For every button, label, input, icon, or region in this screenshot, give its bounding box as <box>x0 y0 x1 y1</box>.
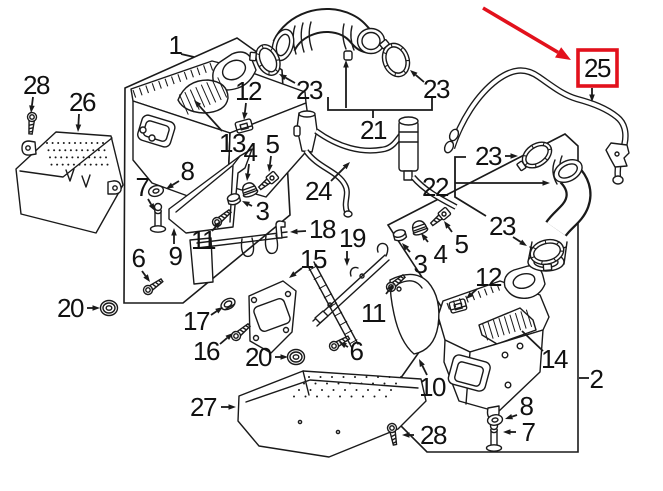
screw-6-left <box>142 278 164 296</box>
hook-bracket-18 <box>275 220 286 239</box>
part-label-14[interactable]: 14 <box>541 344 569 374</box>
duct-26-perforations <box>46 142 109 166</box>
part-label-8-right[interactable]: 8 <box>520 391 536 421</box>
mounting-rail-lower <box>189 231 288 285</box>
part-label-10[interactable]: 10 <box>419 372 447 402</box>
nut-3-right <box>392 229 408 242</box>
part-label-3-right[interactable]: 3 <box>414 249 430 279</box>
part-label-8-left[interactable]: 8 <box>181 156 197 186</box>
bracket-plate-15 <box>248 280 297 354</box>
part-label-20-right[interactable]: 20 <box>245 342 273 372</box>
screw-6-right <box>328 335 351 352</box>
part-label-5-left[interactable]: 5 <box>266 129 282 159</box>
hatch-texture <box>308 265 358 345</box>
part-label-28-left[interactable]: 28 <box>23 70 51 100</box>
part-label-12-left[interactable]: 12 <box>235 76 263 106</box>
housing-ribs <box>132 62 214 98</box>
part-label-23-mid[interactable]: 23 <box>475 141 503 171</box>
part-label-18[interactable]: 18 <box>309 214 337 244</box>
part-label-5-right[interactable]: 5 <box>455 229 471 259</box>
pin-7-right <box>485 421 503 452</box>
part-label-28-right[interactable]: 28 <box>420 420 448 450</box>
part-label-4-left[interactable]: 4 <box>244 137 260 167</box>
clamp-23-a <box>249 44 281 76</box>
part-label-1[interactable]: 1 <box>169 30 185 60</box>
intake-hose-21 <box>271 8 386 62</box>
part-label-11-right[interactable]: 11 <box>361 298 388 328</box>
lower-tray-27 <box>237 370 427 458</box>
clamp-23-d <box>529 238 565 272</box>
part-label-26[interactable]: 26 <box>69 87 97 117</box>
part-label-23-low[interactable]: 23 <box>489 211 517 241</box>
leader-lines <box>29 53 595 438</box>
screw-16 <box>230 322 252 342</box>
part-label-2[interactable]: 2 <box>590 364 606 394</box>
part-label-11-left[interactable]: 11 <box>191 225 218 255</box>
pin-7-left <box>149 202 167 233</box>
part-label-21[interactable]: 21 <box>360 115 388 145</box>
support-rail-19 <box>312 242 390 327</box>
nut-3-left <box>226 193 242 206</box>
housing-ribs <box>446 283 501 310</box>
washer-8-left <box>147 184 165 198</box>
part-label-23-top-right[interactable]: 23 <box>423 74 451 104</box>
grommet-4-left <box>241 182 259 198</box>
bushing-20-right <box>286 348 306 366</box>
bolt-5-left <box>257 170 280 191</box>
part-label-3-left[interactable]: 3 <box>256 196 272 226</box>
part-label-24[interactable]: 24 <box>305 176 333 206</box>
vent-hose-24 <box>293 110 458 218</box>
clamp-23-c <box>516 141 553 172</box>
part-label-20-left[interactable]: 20 <box>57 293 85 323</box>
part-label-6-right[interactable]: 6 <box>350 336 366 366</box>
breather-hose-25 <box>443 67 630 185</box>
grommet-4-right <box>411 220 429 236</box>
part-label-16[interactable]: 16 <box>193 336 221 366</box>
part-label-6-left[interactable]: 6 <box>132 243 148 273</box>
part-label-19[interactable]: 19 <box>339 223 367 253</box>
part-label-15[interactable]: 15 <box>300 244 328 274</box>
part-label-22[interactable]: 22 <box>422 172 450 202</box>
part-label-9[interactable]: 9 <box>169 241 185 271</box>
part-label-17[interactable]: 17 <box>183 306 211 336</box>
air-duct-26 <box>15 131 124 234</box>
part-label-27[interactable]: 27 <box>190 392 218 422</box>
shield-bracket-10 <box>389 273 440 355</box>
highlight-box-25 <box>576 48 619 88</box>
part-label-4-right[interactable]: 4 <box>434 239 450 269</box>
washer-8-right <box>486 414 504 426</box>
bushing-20-left <box>99 299 119 317</box>
part-label-7-right[interactable]: 7 <box>522 417 538 447</box>
bolt-5-right <box>429 206 452 227</box>
screw-28-left <box>26 111 38 135</box>
part-label-12-right[interactable]: 12 <box>475 262 503 292</box>
tray-27-perforations <box>293 376 402 398</box>
part-label-23-top-left[interactable]: 23 <box>296 75 324 105</box>
clamp-23-b <box>379 39 411 78</box>
part-label-7-left[interactable]: 7 <box>136 172 152 202</box>
part-drawings <box>15 8 630 458</box>
red-annotation <box>482 6 619 88</box>
clip-12-left <box>234 118 254 134</box>
hatch-texture <box>481 309 533 341</box>
part-label-13[interactable]: 13 <box>219 128 247 158</box>
group-1 <box>123 37 291 304</box>
part-label-25[interactable]: 25 <box>584 53 612 83</box>
clipnut-17 <box>220 297 236 311</box>
screw-28-right <box>386 422 398 446</box>
